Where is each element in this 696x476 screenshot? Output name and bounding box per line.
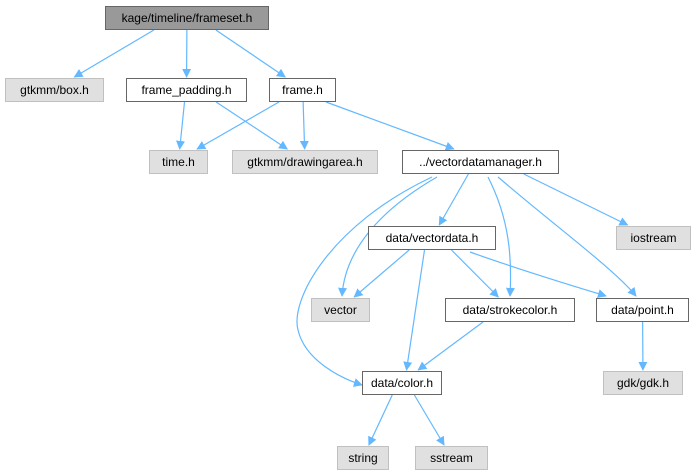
node-frameset: kage/timeline/frameset.h xyxy=(105,6,269,30)
edge-strokecolor-to-color xyxy=(417,321,484,371)
edge-frameset-to-frame xyxy=(215,29,286,78)
node-gdk[interactable]: gdk/gdk.h xyxy=(603,371,683,395)
edge-frameset-to-box xyxy=(73,29,155,78)
edge-vectordata-to-vector xyxy=(353,249,410,298)
node-gtkmm-box[interactable]: gtkmm/box.h xyxy=(5,78,104,102)
node-frame[interactable]: frame.h xyxy=(269,78,336,102)
node-frame-padding[interactable]: frame_padding.h xyxy=(126,78,247,102)
edge-padding-to-time xyxy=(176,101,186,150)
edge-frame-to-vdm xyxy=(325,101,455,151)
edge-color-to-string xyxy=(368,394,393,446)
edge-frame-to-drawingarea xyxy=(299,101,309,150)
node-gtkmm-drawingarea[interactable]: gtkmm/drawingarea.h xyxy=(232,150,378,174)
node-vector[interactable]: vector xyxy=(311,298,370,322)
node-vectordatamanager[interactable]: ../vectordatamanager.h xyxy=(402,150,559,174)
node-iostream[interactable]: iostream xyxy=(616,226,691,250)
edge-vectordata-to-strokecolor xyxy=(451,249,499,298)
edge-vectordata-to-color xyxy=(403,249,426,371)
node-string[interactable]: string xyxy=(337,446,389,470)
node-point[interactable]: data/point.h xyxy=(596,298,689,322)
node-time[interactable]: time.h xyxy=(149,150,208,174)
edge-padding-to-drawingarea xyxy=(215,101,288,150)
edge-vdm-to-color xyxy=(296,176,433,387)
edge-vdm-to-strokecolor xyxy=(487,176,515,297)
edge-vectordata-to-point xyxy=(469,251,607,298)
edge-vdm-to-vectordata xyxy=(438,173,469,226)
edge-color-to-sstream xyxy=(413,394,445,446)
node-vectordata[interactable]: data/vectordata.h xyxy=(368,226,496,250)
node-color[interactable]: data/color.h xyxy=(362,371,442,395)
node-strokecolor[interactable]: data/strokecolor.h xyxy=(445,298,575,322)
edge-frame-to-time xyxy=(196,101,280,150)
node-sstream[interactable]: sstream xyxy=(415,446,488,470)
edge-vdm-to-iostream xyxy=(523,173,629,226)
edge-vdm-to-point xyxy=(497,176,637,297)
